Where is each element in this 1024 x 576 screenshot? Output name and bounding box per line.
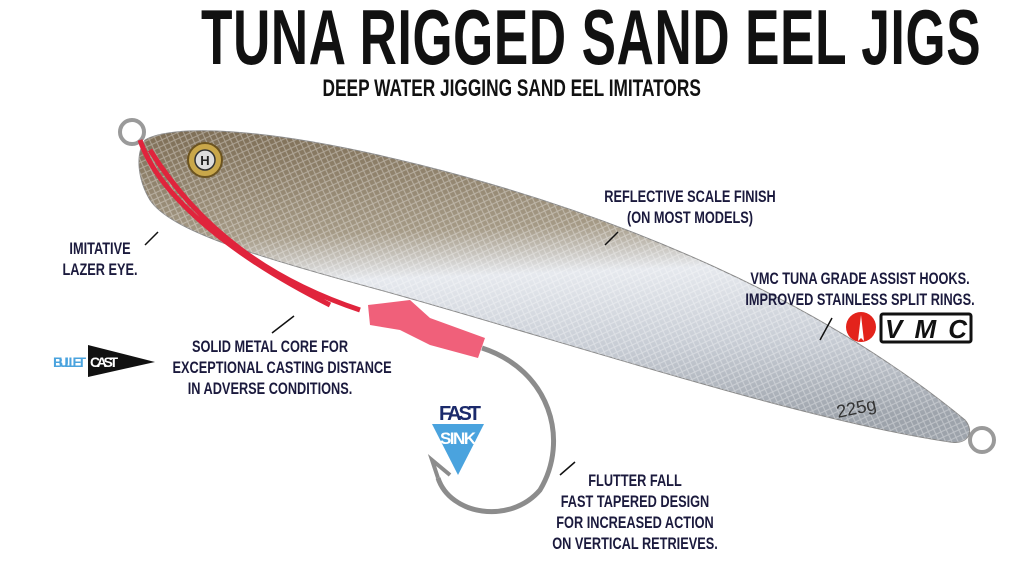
callout-line: (ON MOST MODELS): [626, 208, 754, 227]
callout-line: FAST TAPERED DESIGN: [560, 492, 710, 511]
bullet-cast-badge: BULLET CAST: [52, 345, 157, 384]
shrink-tube: [368, 300, 485, 358]
callout-line: REFLECTIVE SCALE FINISH: [604, 187, 776, 206]
callout-line: EXCEPTIONAL CASTING DISTANCE: [172, 358, 392, 377]
title-text: TUNA RIGGED SAND EEL JIGS: [200, 0, 982, 81]
callout-line: FOR INCREASED ACTION: [556, 513, 714, 532]
vmc-wordmark: VMC: [885, 314, 968, 344]
bullet-word: BULLET: [53, 354, 86, 370]
pointer-flutter: [559, 461, 576, 476]
callout-flutter: FLUTTER FALL FAST TAPERED DESIGN FOR INCRE…: [520, 470, 750, 554]
callout-core: SOLID METAL CORE FOR EXCEPTIONAL CASTING …: [140, 336, 400, 399]
scale-pattern: [138, 130, 970, 443]
callout-line: IMPROVED STAINLESS SPLIT RINGS.: [745, 290, 975, 309]
page-title: TUNA RIGGED SAND EEL JIGS: [0, 0, 1024, 81]
eye-pupil: [194, 149, 216, 171]
callout-hooks: VMC TUNA GRADE ASSIST HOOKS. IMPROVED STA…: [700, 268, 1020, 310]
callout-scale-finish: REFLECTIVE SCALE FINISH (ON MOST MODELS): [560, 186, 820, 228]
front-split-ring: [118, 118, 146, 146]
callout-line: SOLID METAL CORE FOR: [191, 337, 349, 356]
pointer-hooks: [819, 317, 833, 341]
callout-line: IN ADVERSE CONDITIONS.: [187, 379, 353, 398]
subtitle-text: DEEP WATER JIGGING SAND EEL IMITATORS: [322, 75, 702, 102]
callout-line: FLUTTER FALL: [588, 471, 682, 490]
assist-hook: [435, 345, 556, 514]
vmc-logo: VMC: [845, 311, 975, 350]
pointer-eye: [144, 231, 159, 246]
rear-split-ring: [968, 426, 996, 454]
page-subtitle: DEEP WATER JIGGING SAND EEL IMITATORS: [0, 76, 1024, 102]
pointer-core: [271, 315, 295, 334]
pennant-icon: BULLET CAST: [53, 345, 155, 377]
callout-eye: IMITATIVE LAZER EYE.: [40, 238, 160, 280]
hook-barb: [427, 453, 452, 479]
assist-cord: [137, 139, 361, 313]
cast-word: CAST: [90, 354, 118, 370]
pointer-scale: [604, 231, 619, 246]
down-triangle-icon: FAST SINK: [432, 403, 484, 475]
fast-word: FAST: [439, 403, 481, 425]
sink-word: SINK: [440, 429, 477, 448]
callout-line: VMC TUNA GRADE ASSIST HOOKS.: [750, 269, 970, 288]
callout-line: IMITATIVE: [69, 239, 131, 258]
fast-sink-badge: FAST SINK: [432, 400, 488, 481]
eye-letter: H: [200, 153, 209, 168]
callout-line: ON VERTICAL RETRIEVES.: [552, 534, 718, 553]
callout-line: LAZER EYE.: [62, 260, 138, 279]
